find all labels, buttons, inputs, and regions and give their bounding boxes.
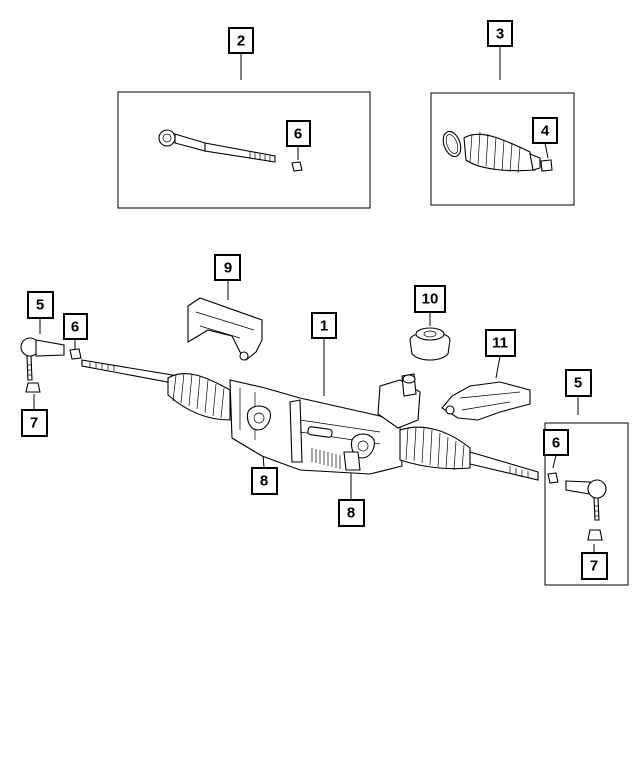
callout-4-label: 4 bbox=[541, 123, 550, 140]
callout-7-right: 7 bbox=[581, 552, 608, 580]
callout-6-right-label: 6 bbox=[552, 435, 560, 452]
callout-8-right-label: 8 bbox=[347, 505, 355, 522]
callout-5-right: 5 bbox=[565, 369, 592, 397]
callout-11: 11 bbox=[485, 329, 516, 357]
callout-5-left: 5 bbox=[27, 291, 54, 319]
inner-tie-rod bbox=[158, 129, 276, 163]
callout-6-right: 6 bbox=[543, 429, 569, 456]
callout-3: 3 bbox=[487, 20, 513, 47]
leader-lines bbox=[33, 46, 595, 553]
callout-6-left: 6 bbox=[63, 313, 88, 340]
callout-5-right-label: 5 bbox=[574, 375, 582, 392]
callout-5-left-label: 5 bbox=[36, 297, 44, 314]
outer-tie-rod-end-left bbox=[20, 337, 65, 381]
callout-6-inner: 6 bbox=[286, 120, 311, 147]
inner-tie-rod-group-box bbox=[117, 91, 371, 209]
callout-1-label: 1 bbox=[320, 318, 328, 335]
callout-9: 9 bbox=[214, 254, 241, 281]
callout-7-left: 7 bbox=[21, 409, 48, 437]
callout-2-label: 2 bbox=[237, 33, 245, 50]
rack-and-pinion-assembly bbox=[81, 359, 539, 481]
jam-nut-left bbox=[69, 348, 82, 360]
callout-8-right: 8 bbox=[338, 499, 365, 527]
jam-nut-right bbox=[547, 472, 559, 484]
castle-nut-left bbox=[25, 382, 41, 393]
callout-7-left-label: 7 bbox=[30, 415, 38, 432]
boot-clamp-small bbox=[540, 159, 553, 172]
callout-1: 1 bbox=[311, 312, 337, 339]
callout-10: 10 bbox=[414, 285, 446, 313]
callout-3-label: 3 bbox=[496, 26, 504, 43]
callout-7-right-label: 7 bbox=[590, 558, 598, 575]
callout-9-label: 9 bbox=[224, 260, 232, 277]
mounting-bushing bbox=[409, 327, 451, 361]
callout-6-inner-label: 6 bbox=[294, 126, 302, 143]
heat-shield-lower bbox=[441, 381, 531, 421]
callout-8-left-label: 8 bbox=[260, 473, 268, 490]
boot-clamp bbox=[442, 130, 462, 158]
steering-boot bbox=[463, 131, 541, 174]
outer-tie-rod-group-box bbox=[544, 422, 629, 586]
callout-2: 2 bbox=[228, 27, 254, 54]
boot-kit-group-box bbox=[430, 92, 575, 206]
outer-tie-rod-end-right bbox=[565, 479, 607, 521]
callout-8-left: 8 bbox=[251, 467, 278, 495]
heat-shield-upper bbox=[187, 297, 263, 361]
castle-nut-right bbox=[587, 529, 603, 541]
callout-4: 4 bbox=[532, 117, 558, 144]
callout-11-label: 11 bbox=[492, 335, 508, 352]
callout-10-label: 10 bbox=[422, 291, 439, 308]
callout-6-left-label: 6 bbox=[71, 319, 79, 336]
jam-nut-inner bbox=[291, 161, 303, 172]
